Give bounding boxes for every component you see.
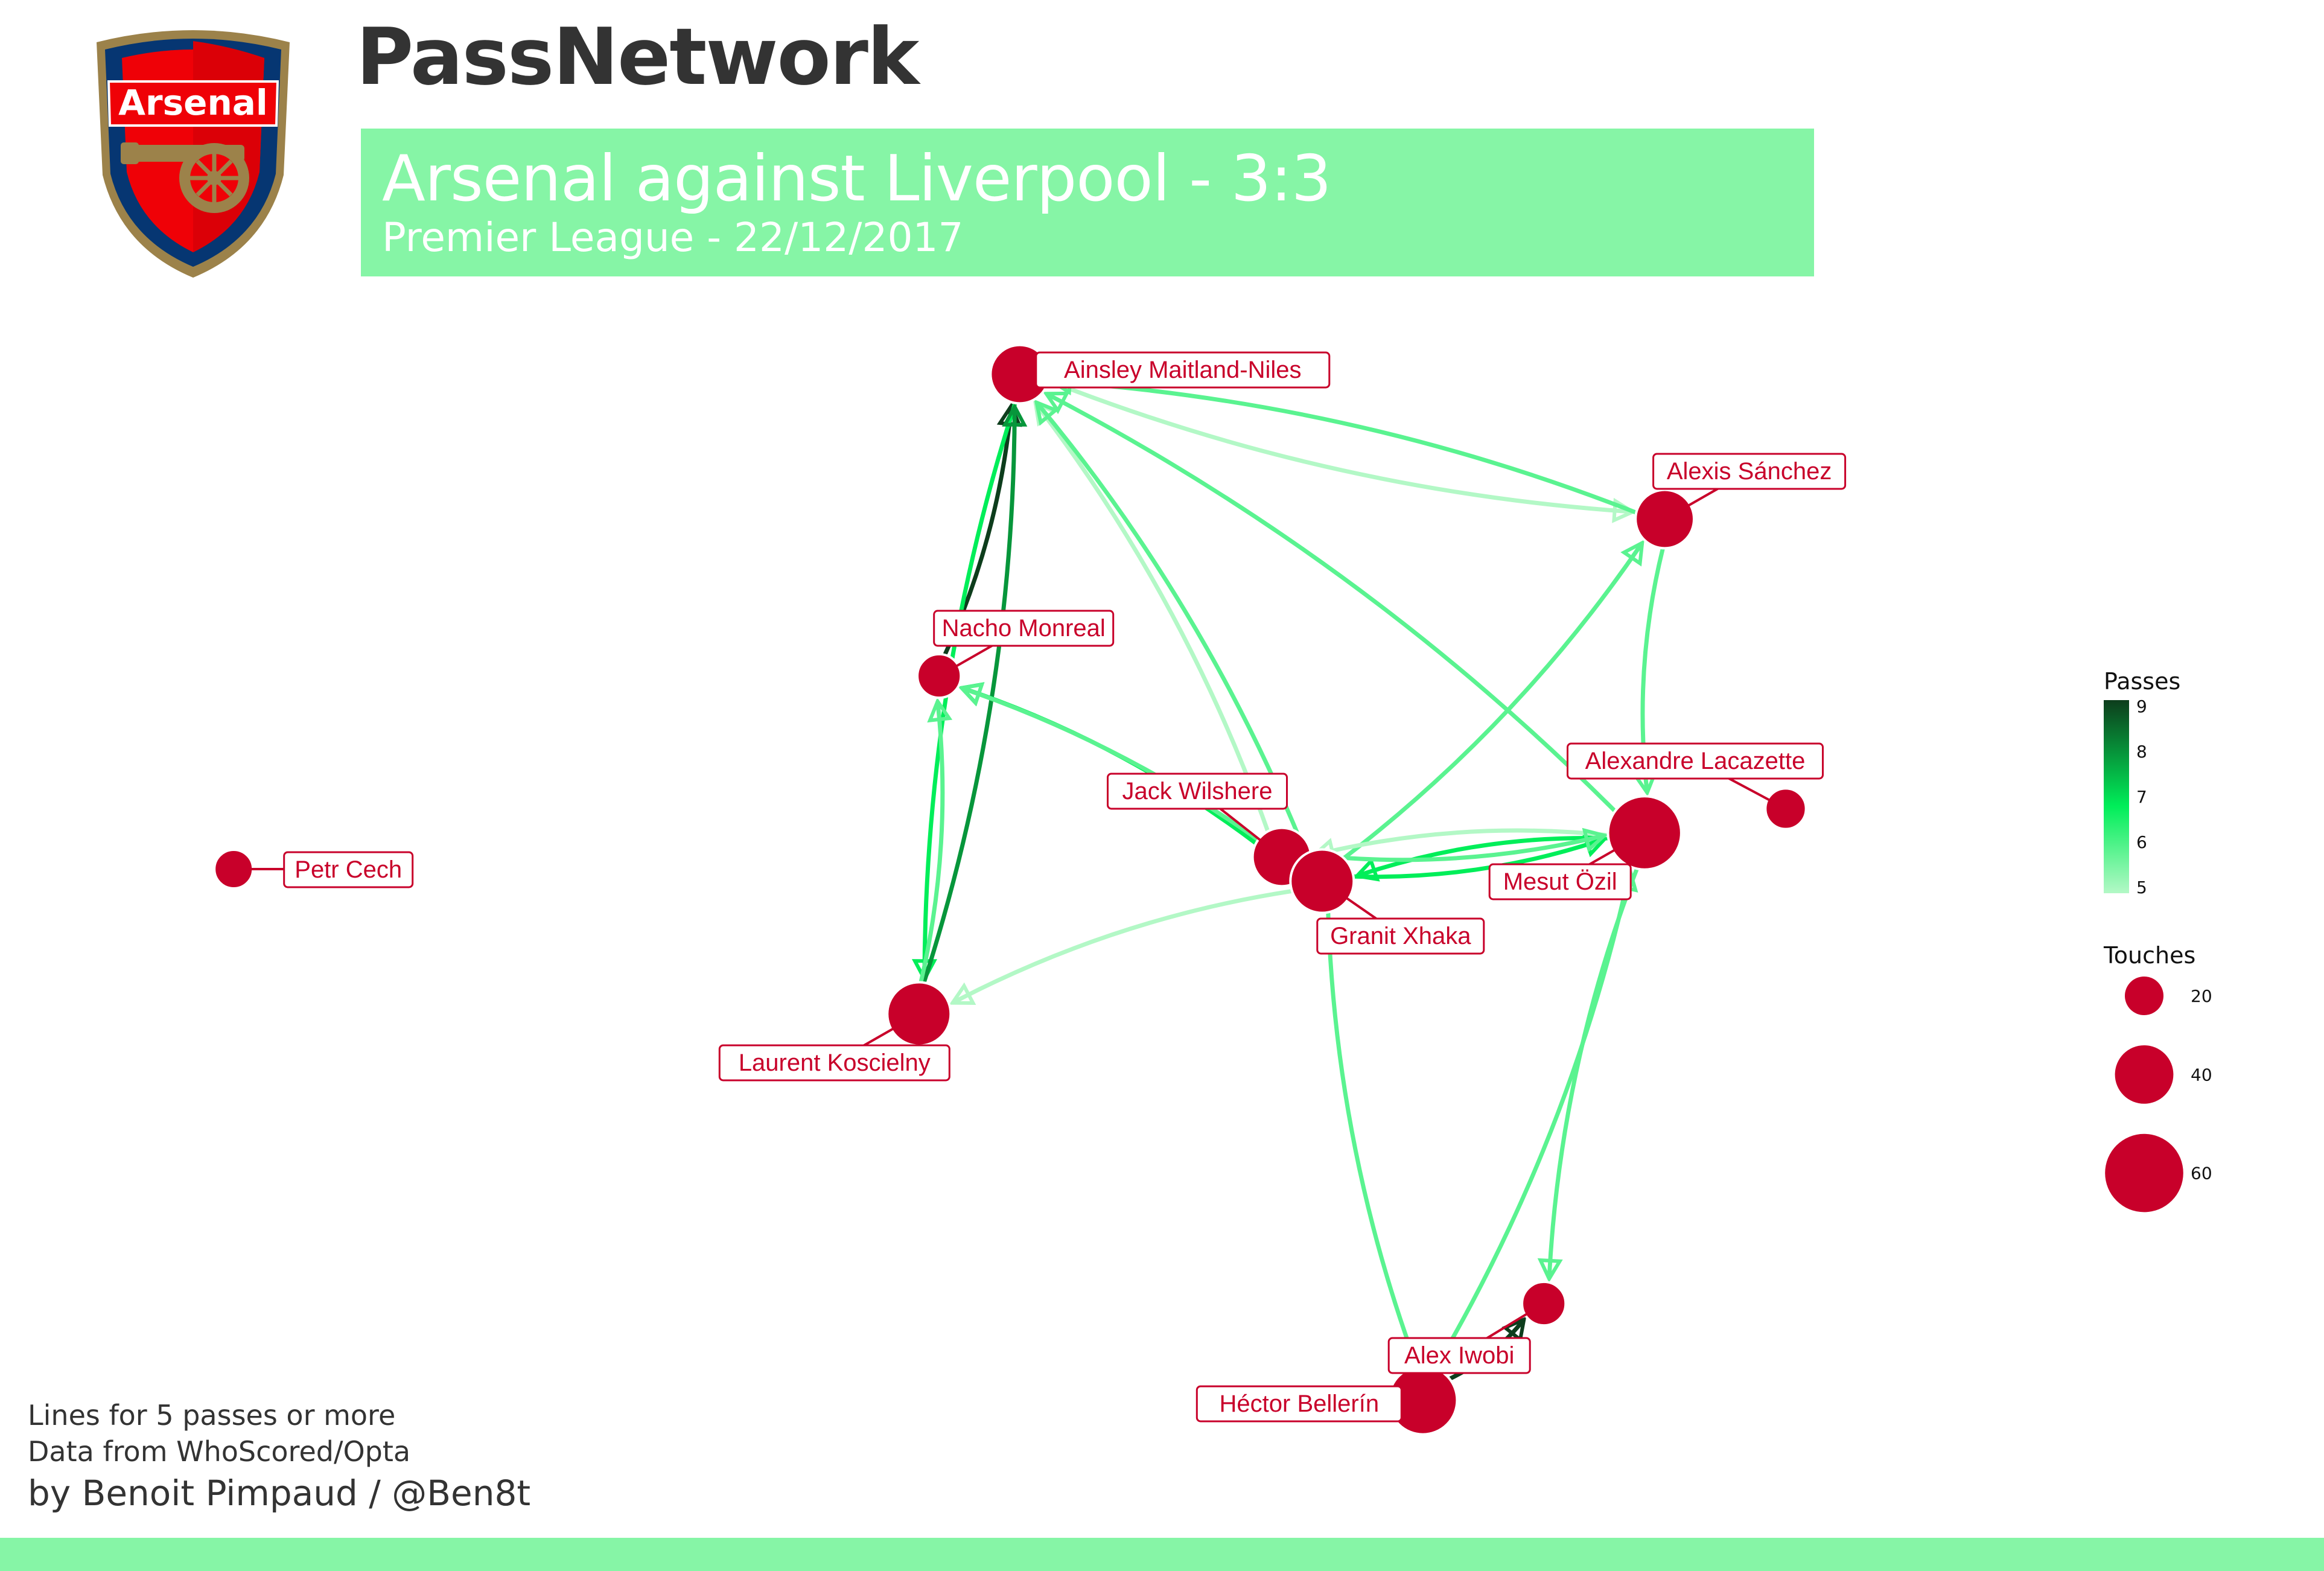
passes-colorbar: [2104, 700, 2129, 893]
footnote-author: by Benoit Pimpaud / @Ben8t: [28, 1473, 531, 1514]
passes-legend-ticks: 9 8 7 6 5: [2136, 696, 2147, 897]
player-label-koscielny: Laurent Koscielny: [718, 1013, 950, 1082]
pass-arrowhead: [958, 682, 985, 707]
passes-tick-label: 8: [2136, 742, 2147, 762]
touches-legend-circle: [2125, 977, 2163, 1015]
player-label-cech: Petr Cech: [234, 851, 414, 888]
pass-edge-ozil-maitland: [1043, 391, 1617, 813]
player-label-ozil: Mesut Özil: [1488, 832, 1646, 900]
touches-legend-title: Touches: [2103, 942, 2195, 969]
player-label-xhaka: Granit Xhaka: [1316, 880, 1485, 955]
player-label-monreal: Nacho Monreal: [933, 610, 1115, 677]
pass-edge-koscielny-monreal: [918, 697, 953, 983]
footnote-source: Data from WhoScored/Opta: [28, 1435, 411, 1468]
svg-text:Arsenal: Arsenal: [118, 82, 268, 123]
passes-tick-label: 9: [2136, 696, 2147, 716]
pass-arrowhead: [1034, 399, 1059, 426]
svg-text:Alex Iwobi: Alex Iwobi: [1404, 1342, 1514, 1369]
footer-bar: [0, 1538, 2324, 1571]
pass-arrowhead: [1620, 540, 1644, 567]
passes-legend-title: Passes: [2104, 668, 2180, 695]
svg-text:Alexandre Lacazette: Alexandre Lacazette: [1585, 748, 1806, 774]
passes-legend: Passes 9 8 7 6 5: [2104, 668, 2180, 897]
svg-text:Laurent Koscielny: Laurent Koscielny: [739, 1050, 931, 1076]
pass-arrowhead: [1501, 1316, 1527, 1343]
touches-tick-label: 40: [2191, 1065, 2212, 1085]
touches-tick-label: 20: [2191, 986, 2212, 1006]
svg-text:Mesut Özil: Mesut Özil: [1503, 868, 1617, 895]
touches-legend-circle: [2105, 1133, 2183, 1213]
footnote-threshold: Lines for 5 passes or more: [28, 1399, 396, 1432]
match-competition: Premier League - 22/12/2017: [382, 214, 964, 261]
touches-legend-circle: [2115, 1045, 2174, 1104]
player-label-lacazette: Alexandre Lacazette: [1567, 742, 1824, 810]
svg-text:Petr Cech: Petr Cech: [294, 856, 402, 883]
player-label-iwobi: Alex Iwobi: [1387, 1302, 1545, 1374]
page-title: PassNetwork: [356, 11, 919, 103]
svg-text:Alexis Sánchez: Alexis Sánchez: [1667, 458, 1832, 485]
pass-edges: [911, 370, 1665, 1381]
player-label-maitland: Ainsley Maitland-Niles: [1019, 351, 1331, 389]
pass-arrowhead: [1043, 391, 1070, 415]
subtitle-banner: Arsenal against Liverpool - 3:3 Premier …: [361, 129, 1814, 276]
pass-edge-xhaka-koscielny: [949, 888, 1293, 1005]
pass-edge-xhaka-monreal: [958, 682, 1296, 868]
pass-arrowhead: [949, 982, 976, 1005]
pass-arrowhead: [1582, 827, 1608, 853]
player-label-bellerin: Héctor Bellerín: [1195, 1385, 1423, 1423]
touches-legend: Touches 20 40 60: [2103, 942, 2212, 1213]
pass-edge-maitland-sanchez: [1047, 378, 1637, 523]
passes-tick-label: 6: [2136, 832, 2147, 852]
touches-legend-items: 20 40 60: [2105, 977, 2212, 1213]
pass-arrowhead: [927, 697, 953, 723]
pass-edge-xhaka-bellerin: [1326, 912, 1421, 1367]
svg-text:Jack Wilshere: Jack Wilshere: [1122, 778, 1273, 805]
passes-tick-label: 7: [2136, 787, 2147, 807]
pass-arrowhead: [1537, 1258, 1563, 1283]
player-label-sanchez: Alexis Sánchez: [1652, 453, 1847, 520]
svg-text:Granit Xhaka: Granit Xhaka: [1330, 923, 1471, 949]
match-title: Arsenal against Liverpool - 3:3: [382, 142, 1332, 215]
touches-tick-label: 60: [2191, 1164, 2212, 1184]
arsenal-crest-icon: Arsenal: [84, 24, 302, 284]
passes-tick-label: 5: [2136, 878, 2147, 897]
svg-text:Héctor Bellerín: Héctor Bellerín: [1220, 1391, 1380, 1417]
svg-text:Ainsley Maitland-Niles: Ainsley Maitland-Niles: [1064, 357, 1301, 383]
pass-edge-ozil-iwobi: [1537, 868, 1639, 1283]
pass-edge-wilshere-ozil: [1310, 827, 1608, 862]
pass-arrowhead: [1002, 403, 1028, 427]
svg-text:Nacho Monreal: Nacho Monreal: [942, 615, 1106, 642]
player-label-wilshere: Jack Wilshere: [1107, 773, 1288, 858]
pass-edge-xhaka-sanchez: [1342, 540, 1644, 860]
pass-edge-wilshere-monreal: [958, 682, 1258, 846]
